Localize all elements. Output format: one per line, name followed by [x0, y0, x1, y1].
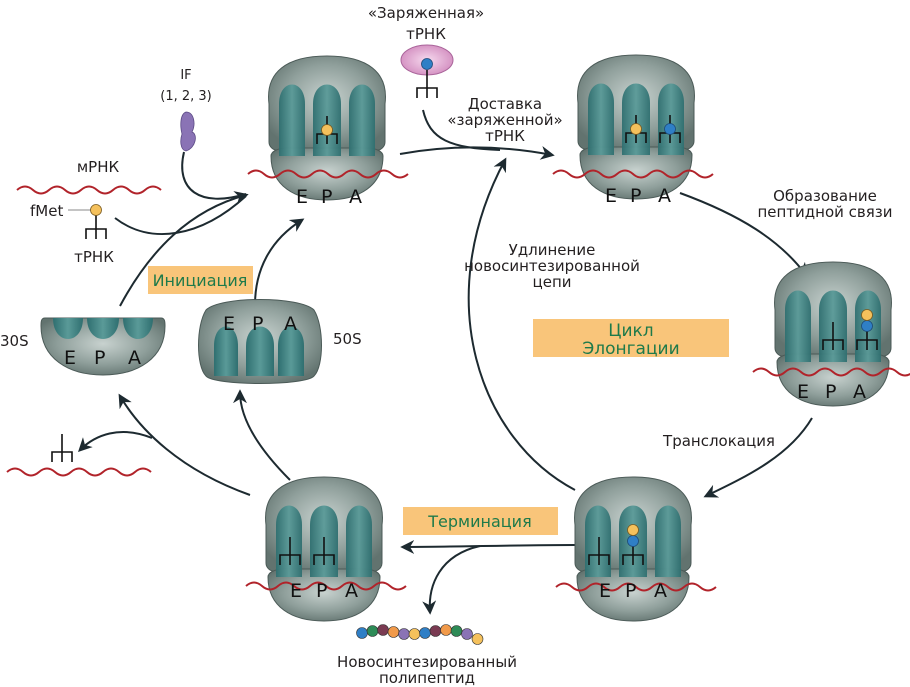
if-label: IF	[180, 68, 191, 83]
arrow-if-factors	[181, 151, 247, 200]
arrow-30s-to-initiation	[119, 191, 249, 307]
amino-acid-bead	[440, 624, 452, 636]
polypeptide-label-2: полипептид	[379, 669, 475, 687]
amino-acid-bead	[398, 628, 410, 640]
arrow-to-50s	[233, 389, 291, 481]
mrna-ribosome-1	[247, 169, 409, 179]
ribosome-translocated	[574, 476, 692, 622]
stage-elongation-1: Цикл	[608, 321, 653, 341]
amino-acid-bead	[366, 625, 379, 637]
site-p: P	[825, 381, 836, 403]
ribosome-delivered-trna	[577, 54, 695, 200]
elongation-growth-label-1: Удлинение	[509, 241, 596, 259]
site-a: A	[345, 580, 358, 602]
charged-trna-sub: тРНК	[406, 25, 446, 43]
stage-box-initiation	[148, 266, 253, 294]
mrna-strands	[6, 169, 910, 592]
cycle-arrows	[78, 109, 813, 615]
ribosome-peptide-bond	[774, 261, 892, 407]
stage-box-elongation	[533, 319, 729, 357]
mrna-free	[16, 185, 162, 195]
if-numbers: (1, 2, 3)	[160, 89, 212, 104]
stage-elongation-2: Элонгации	[582, 339, 679, 359]
mrna-released	[6, 467, 152, 477]
site-e: E	[599, 580, 611, 602]
delivery-label-2: «заряженной»	[447, 111, 562, 129]
site-a: A	[658, 185, 671, 207]
site-p: P	[630, 185, 641, 207]
trna-label: тРНК	[74, 248, 114, 266]
mrna-ribosome-5	[245, 581, 407, 591]
subunit-30s	[40, 317, 166, 376]
site-labels: E P A E P A E P A E P A E P A E P A E P …	[64, 185, 866, 602]
mrna-label: мРНК	[77, 158, 120, 176]
amino-acid-fmet	[321, 124, 333, 136]
amino-acid-bead	[377, 624, 389, 636]
site-e: E	[797, 381, 809, 403]
polypeptide-chain	[356, 624, 484, 645]
amino-acid-bead	[387, 626, 400, 638]
site-p: P	[252, 313, 263, 335]
site-p: P	[625, 580, 636, 602]
site-a: A	[853, 381, 866, 403]
arrow-fmet-trna	[114, 195, 247, 236]
site-a: A	[349, 186, 362, 208]
amino-acid-bead	[356, 627, 368, 639]
site-a: A	[128, 347, 141, 369]
amino-acid-blue	[421, 58, 433, 70]
stage-termination: Терминация	[427, 512, 531, 531]
site-e: E	[605, 185, 617, 207]
charged-trna-title: «Заряженная»	[368, 4, 484, 22]
amino-acid-bead	[450, 625, 463, 637]
charged-trna-complex	[400, 44, 454, 99]
delivery-label-1: Доставка	[468, 95, 542, 113]
amino-acid-fmet	[90, 204, 102, 216]
amino-acid-bead	[471, 633, 484, 645]
arrow-translocation	[703, 417, 813, 498]
amino-acid-bead	[461, 628, 473, 640]
mrna-ribosome-2	[552, 169, 714, 179]
site-e: E	[223, 313, 235, 335]
site-e: E	[296, 186, 308, 208]
site-p: P	[321, 186, 332, 208]
label-30s: 30S	[0, 332, 29, 350]
released-trna	[51, 433, 73, 463]
arrow-polypeptide-release	[422, 545, 481, 615]
subunit-50s	[198, 299, 322, 384]
amino-acid-bead	[429, 625, 442, 637]
mrna-ribosome-3	[752, 367, 910, 377]
arrow-charged-trna-in	[422, 109, 501, 151]
mrna-ribosome-4	[555, 582, 717, 592]
peptide-bond-label-2: пептидной связи	[757, 203, 892, 221]
amino-acid-bead	[408, 628, 421, 640]
arrow-peptide-bond	[679, 192, 808, 278]
site-p: P	[94, 347, 105, 369]
ribosome-initiation-complex	[268, 55, 386, 201]
site-e: E	[290, 580, 302, 602]
polypeptide-label-1: Новосинтезированный	[337, 653, 517, 671]
stage-box-termination	[403, 507, 558, 535]
arrow-to-30s	[118, 393, 251, 496]
arrow-termination	[400, 539, 576, 554]
arrow-trna-release	[78, 431, 153, 452]
arrow-50s-to-initiation	[254, 218, 305, 306]
translocation-label: Транслокация	[662, 432, 775, 450]
if-factor-icon	[180, 111, 196, 152]
site-a: A	[284, 313, 297, 335]
site-e: E	[64, 347, 76, 369]
site-a: A	[654, 580, 667, 602]
amino-acid-bead	[419, 627, 431, 639]
arrow-elongation-loop	[467, 157, 576, 491]
peptide-bond-label-1: Образование	[773, 187, 877, 205]
label-50s: 50S	[333, 330, 362, 348]
elongation-growth-label-3: цепи	[533, 273, 572, 291]
elongation-growth-label-2: новосинтезированной	[464, 257, 640, 275]
delivery-label-3: тРНК	[485, 127, 525, 145]
fmet-label: fMet	[30, 202, 63, 220]
site-p: P	[316, 580, 327, 602]
stage-initiation: Инициация	[153, 271, 248, 290]
